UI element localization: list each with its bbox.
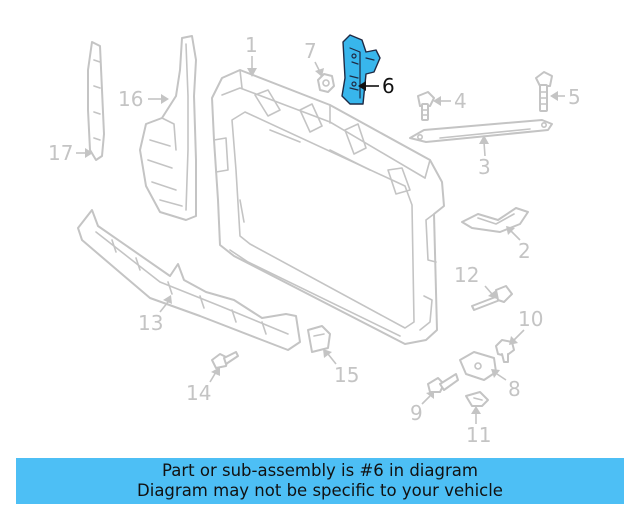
bolt-part-5[interactable]	[535, 71, 553, 112]
callout-14-label: 14	[186, 381, 211, 405]
callout-6-label: 6	[382, 74, 395, 98]
clip-part-11[interactable]	[465, 391, 489, 407]
callout-4-label: 4	[454, 89, 467, 113]
callout-17: 17	[48, 141, 93, 165]
callout-11-label: 11	[466, 423, 491, 447]
callout-17-label: 17	[48, 141, 73, 165]
info-banner: Part or sub-assembly is #6 in diagram Di…	[16, 458, 624, 504]
callout-15: 15	[323, 349, 359, 387]
pin-part-12[interactable]	[471, 285, 513, 311]
parts-diagram: 1 6 7 4 5	[48, 33, 581, 447]
clip-part-8[interactable]	[459, 351, 497, 381]
callout-14: 14	[186, 367, 220, 405]
banner-line-disclaimer: Diagram may not be specific to your vehi…	[137, 481, 503, 500]
callout-2: 2	[506, 226, 531, 263]
callout-3: 3	[478, 135, 491, 179]
callout-16: 16	[118, 87, 169, 111]
callout-7-label: 7	[304, 39, 317, 63]
callout-10-label: 10	[518, 307, 543, 331]
callout-5: 5	[550, 85, 581, 109]
bracket-part-15[interactable]	[307, 325, 331, 353]
callout-3-label: 3	[478, 155, 491, 179]
callout-13-label: 13	[138, 311, 163, 335]
air-guide-part-16[interactable]	[139, 35, 197, 221]
clip-part-7[interactable]	[317, 73, 335, 93]
bracket-part-6[interactable]	[341, 34, 381, 105]
callout-4: 4	[433, 89, 467, 113]
bracket-part-2[interactable]	[461, 207, 529, 233]
callout-5-label: 5	[568, 85, 581, 109]
deflector-part-13[interactable]	[77, 209, 301, 351]
screw-part-14[interactable]	[211, 351, 239, 369]
seal-part-17[interactable]	[87, 41, 105, 161]
callout-7: 7	[304, 39, 324, 77]
callout-10: 10	[509, 307, 543, 345]
callout-16-label: 16	[118, 87, 143, 111]
callout-9-label: 9	[410, 401, 423, 425]
callout-8: 8	[491, 369, 521, 401]
callout-6: 6	[358, 74, 395, 98]
callout-1: 1	[245, 33, 258, 77]
callout-13: 13	[138, 295, 172, 335]
bolt-part-4[interactable]	[417, 91, 435, 121]
callout-2-label: 2	[518, 239, 531, 263]
callout-8-label: 8	[508, 377, 521, 401]
strip-part-3[interactable]	[409, 119, 553, 143]
radiator-support-frame[interactable]	[211, 69, 445, 345]
callout-15-label: 15	[334, 363, 359, 387]
callout-1-label: 1	[245, 33, 258, 57]
bolt-part-9[interactable]	[427, 373, 459, 393]
callout-12-label: 12	[454, 263, 479, 287]
callout-12: 12	[454, 263, 497, 299]
callout-11: 11	[466, 406, 491, 447]
callout-9: 9	[410, 391, 434, 425]
banner-line-part: Part or sub-assembly is #6 in diagram	[162, 461, 478, 480]
